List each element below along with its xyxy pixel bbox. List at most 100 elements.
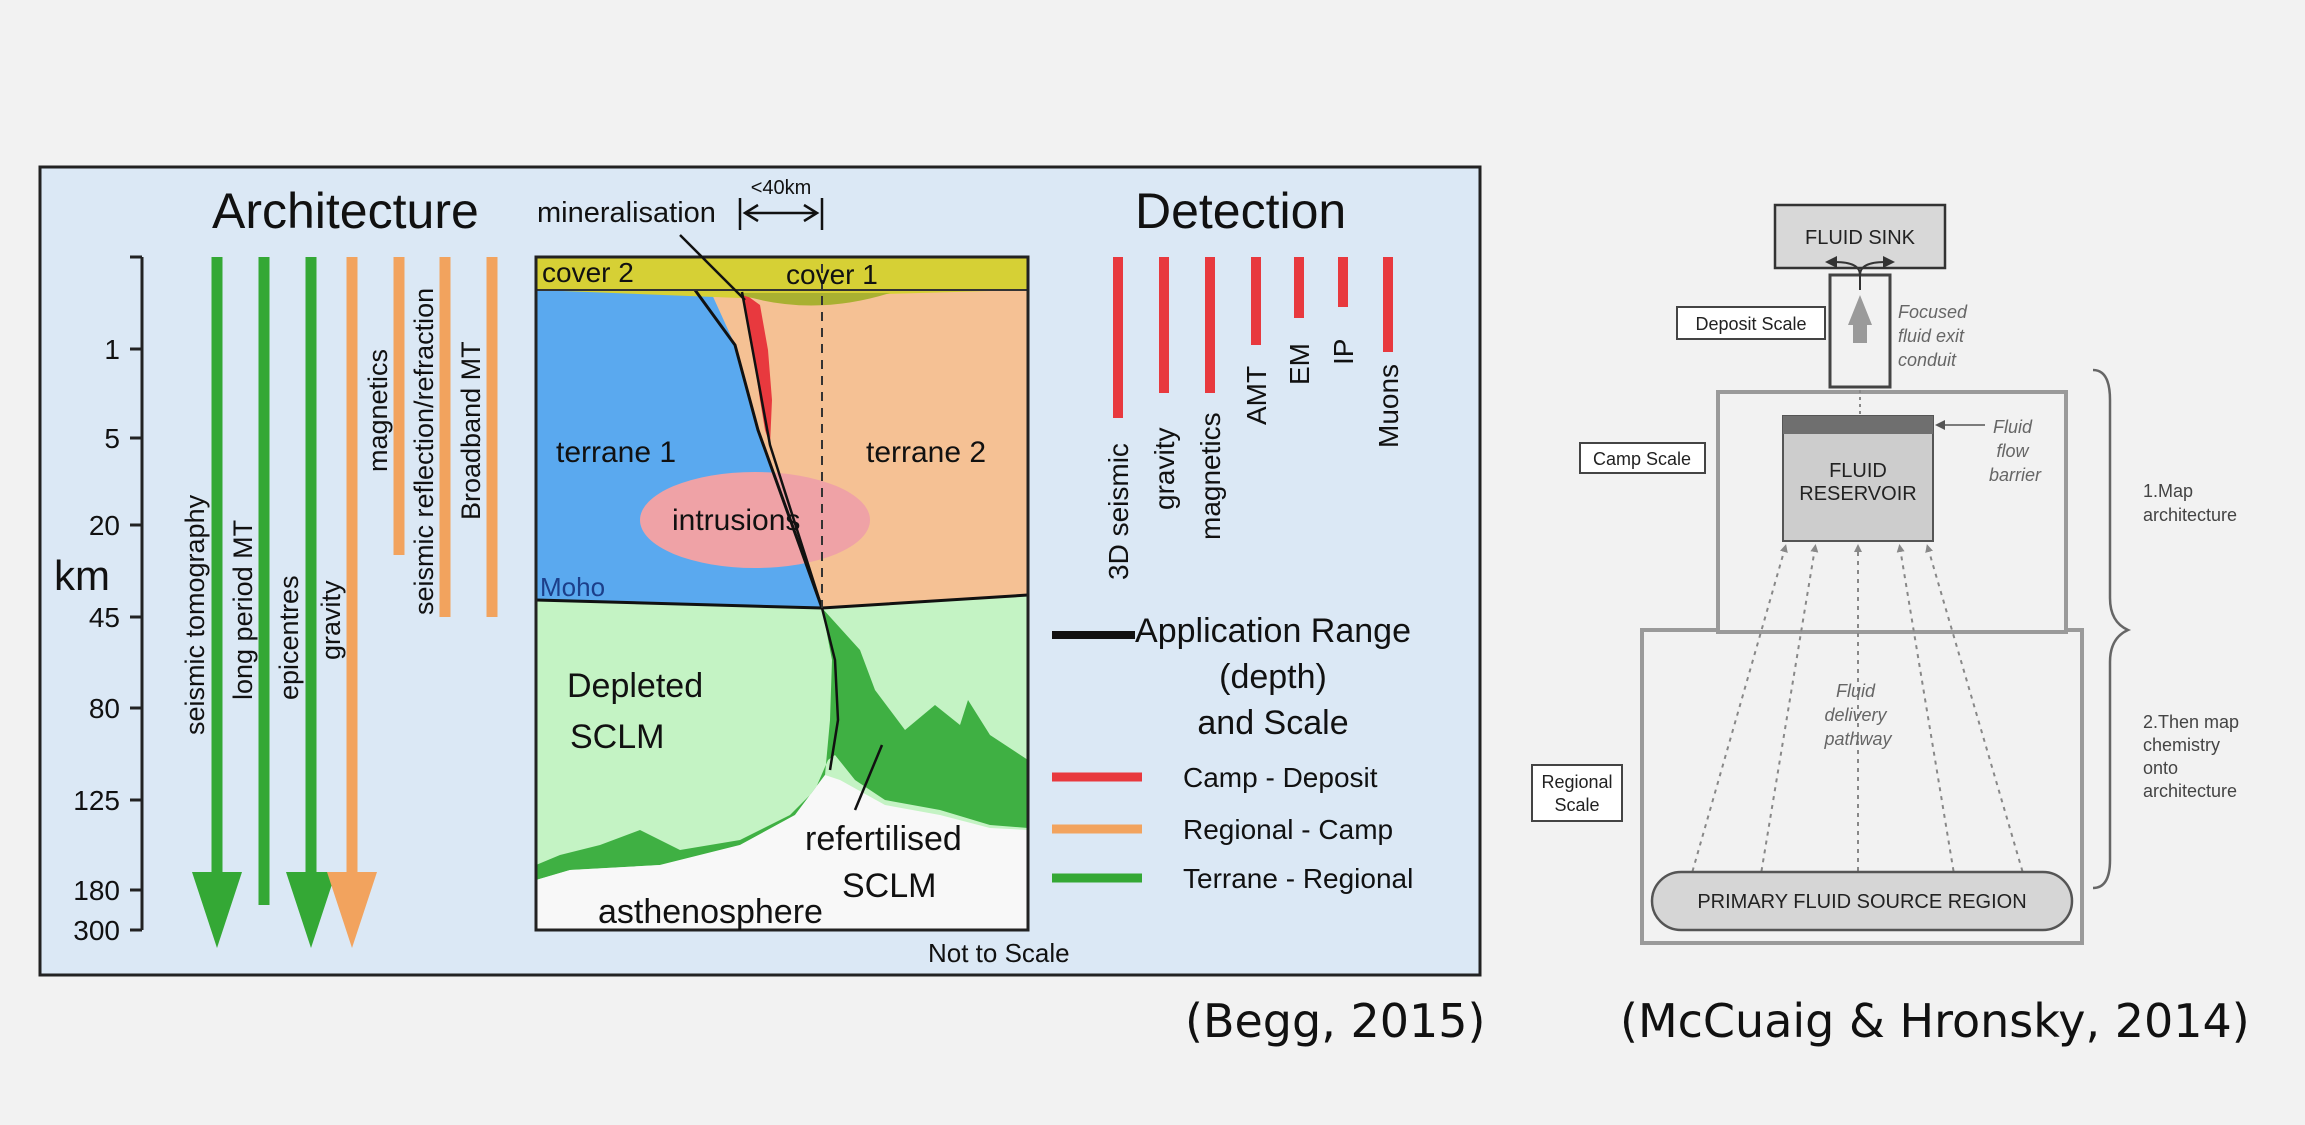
barrier-line: Fluid: [1993, 417, 2033, 437]
depleted-sclm-label-1: Depleted: [567, 667, 703, 705]
begg-citation: (Begg, 2015): [1185, 994, 1486, 1048]
mineralisation-label: mineralisation: [537, 197, 716, 229]
depth-unit-label: km: [54, 552, 110, 599]
delivery-line: delivery: [1824, 705, 1887, 725]
detection-label: gravity: [1149, 428, 1180, 510]
cross-section: [536, 257, 1028, 930]
cover-1-label: cover 1: [786, 259, 878, 290]
seismic-tomography-label: seismic tomography: [180, 494, 210, 735]
epicentres-label: epicentres: [274, 575, 304, 700]
seismic-tomography-arrowhead: [192, 872, 242, 948]
map-arch-line: 1.Map: [2143, 481, 2193, 501]
regional-scale-label-2: Scale: [1554, 795, 1599, 815]
focused-line: Focused: [1898, 302, 1968, 322]
detection-labels: 3D seismic gravity magnetics AMT EM IP M…: [1103, 339, 1404, 580]
regional-scale-label-1: Regional: [1541, 772, 1612, 792]
fluid-reservoir-label-1: FLUID: [1829, 460, 1887, 482]
mccuaig-figure: FLUID SINK Deposit Scale Focused fluid e…: [1531, 203, 2239, 945]
barrier-line: flow: [1996, 441, 2029, 461]
depth-axis: [130, 255, 144, 932]
terrane-2-label: terrane 2: [866, 436, 986, 469]
broadband-mt-label: Broadband MT: [456, 341, 486, 520]
focused-line: fluid exit: [1898, 326, 1965, 346]
depth-tick: 20: [89, 510, 120, 541]
barrier-pointer-head: [1935, 420, 1945, 430]
delivery-line: pathway: [1823, 729, 1892, 749]
begg-figure: Architecture Detection 1 5 20 45 80 125 …: [38, 165, 1482, 977]
flow-barrier-label: Fluid flow barrier: [1989, 417, 2042, 485]
section-labels: cover 2 cover 1 terrane 1 terrane 2 intr…: [540, 257, 986, 931]
legend: Application Range (depth) and Scale Camp…: [1052, 612, 1413, 894]
depth-tick: 5: [104, 423, 120, 454]
width-marker: [738, 198, 824, 230]
long-period-mt-label: long period MT: [228, 520, 258, 700]
conduit-arrow-shaft: [1853, 323, 1867, 343]
legend-title-2: (depth): [1219, 658, 1327, 696]
detection-label: IP: [1328, 339, 1359, 365]
detection-label: EM: [1284, 343, 1315, 385]
delivery-pathway-label: Fluid delivery pathway: [1823, 681, 1892, 749]
depth-tick: 180: [73, 875, 120, 906]
width-marker-label: <40km: [751, 177, 812, 199]
refertilised-sclm-label-1: refertilised: [805, 820, 962, 858]
architecture-bars: [192, 257, 498, 948]
fluid-reservoir-label-2: RESERVOIR: [1799, 483, 1916, 505]
detection-title: Detection: [1135, 183, 1346, 239]
primary-fluid-source-label: PRIMARY FLUID SOURCE REGION: [1697, 891, 2026, 913]
scale-brace: [2092, 368, 2132, 890]
focused-line: conduit: [1898, 350, 1957, 370]
barrier-line: barrier: [1989, 465, 2042, 485]
mccuaig-citation: (McCuaig & Hronsky, 2014): [1620, 994, 2250, 1048]
moho-label: Moho: [540, 572, 605, 602]
regional-scale-label-box: [1531, 764, 1623, 822]
cross-section-frame: [534, 255, 1030, 932]
seismic-reflection-label: seismic reflection/refraction: [409, 288, 439, 615]
legend-title-3: and Scale: [1197, 704, 1348, 742]
deposit-scale-label: Deposit Scale: [1695, 314, 1806, 334]
gravity-arrowhead: [327, 872, 377, 948]
deposit-scale-label-box: [1676, 306, 1826, 340]
gravity-label: gravity: [316, 580, 346, 660]
cover-layer: [536, 257, 1028, 298]
refertilised-sclm-region: [536, 608, 1028, 880]
architecture-bar-labels: seismic tomography long period MT epicen…: [180, 288, 486, 735]
split-arrow-right: [1859, 261, 1886, 290]
depth-tick: 300: [73, 915, 120, 946]
not-to-scale-note: Not to Scale: [928, 938, 1070, 968]
depth-tick: 45: [89, 602, 120, 633]
map-architecture-note: 1.Map architecture: [2143, 481, 2237, 525]
refertilised-sclm-label-2: SCLM: [842, 867, 936, 905]
detection-bars: [1113, 257, 1393, 418]
refertilised-leader: [853, 744, 884, 811]
detection-label: Muons: [1373, 364, 1404, 448]
detection-label: 3D seismic: [1103, 443, 1134, 580]
legend-camp-deposit-label: Camp - Deposit: [1183, 762, 1378, 793]
chem-line: onto: [2143, 758, 2178, 778]
depth-tick: 80: [89, 693, 120, 724]
architecture-title: Architecture: [212, 183, 479, 239]
terrane-1-label: terrane 1: [556, 436, 676, 469]
focused-conduit-label: Focused fluid exit conduit: [1898, 302, 1972, 370]
split-arrowhead-left: [1825, 256, 1837, 268]
delivery-pathways: [1689, 544, 2026, 881]
split-arrowhead-right: [1883, 256, 1895, 268]
cover-2-label: cover 2: [542, 257, 634, 288]
legend-title-1: Application Range: [1135, 612, 1411, 650]
cover-1-lens: [735, 293, 890, 306]
asthenosphere-region: [536, 775, 1028, 930]
fluid-sink-label: FLUID SINK: [1805, 227, 1916, 249]
intrusions-label: intrusions: [672, 504, 800, 537]
legend-terrane-regional-label: Terrane - Regional: [1183, 863, 1413, 894]
depth-tick: 1: [104, 334, 120, 365]
legend-regional-camp-label: Regional - Camp: [1183, 814, 1393, 845]
chem-line: 2.Then map: [2143, 712, 2239, 732]
fluid-reservoir-box: [1782, 415, 1934, 542]
epicentres-arrowhead: [286, 872, 336, 948]
asthenosphere-label: asthenosphere: [598, 893, 823, 931]
depleted-sclm-label-2: SCLM: [570, 718, 664, 756]
detection-label: AMT: [1241, 366, 1272, 425]
magnetics-label: magnetics: [363, 349, 393, 472]
depth-tick: 125: [73, 785, 120, 816]
depth-tick-labels: 1 5 20 45 80 125 180 300: [73, 334, 120, 946]
